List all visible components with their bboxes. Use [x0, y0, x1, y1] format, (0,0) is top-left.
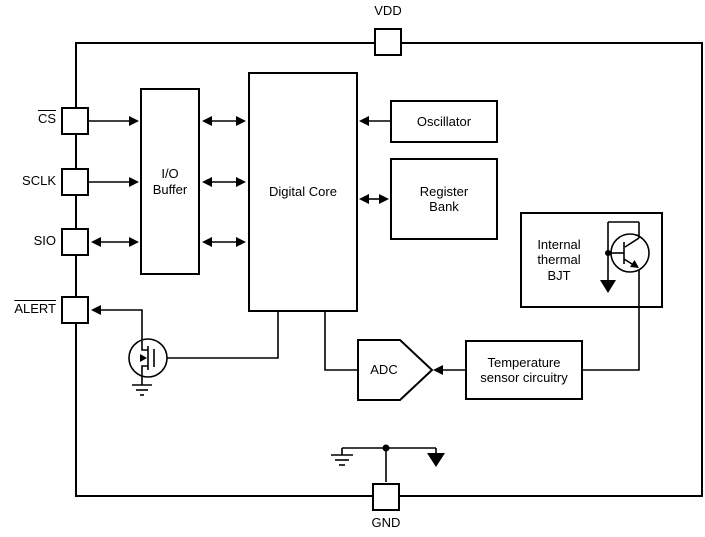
register-bank-label: Register Bank [419, 183, 469, 214]
gnd-pin [372, 483, 400, 511]
temperature-sensor-block: Temperature sensor circuitry [465, 340, 583, 400]
bjt-symbol [600, 221, 650, 293]
alert-pin [61, 296, 89, 324]
temperature-sensor-label: Temperature sensor circuitry [480, 354, 568, 385]
sclk-pin-label: SCLK [22, 173, 56, 188]
gnd-node-symbols [331, 444, 445, 467]
mosfet-body-arrow [140, 354, 147, 362]
internal-thermal-bjt-block: Internal thermal BJT [520, 212, 663, 308]
mosfet-symbol [128, 338, 168, 385]
internal-thermal-bjt-label: Internal thermal BJT [537, 237, 581, 283]
arrowheads [91, 116, 443, 375]
sclk-pin [61, 168, 89, 196]
oscillator-block: Oscillator [390, 100, 498, 143]
connection-wires [89, 120, 640, 482]
gnd-pin-label: GND [371, 515, 401, 530]
register-bank-block: Register Bank [390, 158, 498, 240]
digital-core-block: Digital Core [248, 72, 358, 312]
analog-ground-triangle [427, 453, 445, 467]
vdd-pin-label: VDD [374, 3, 402, 18]
cs-pin-label: CS [37, 111, 56, 126]
gnd-junction-dot [382, 444, 390, 452]
io-buffer-label: I/O Buffer [152, 166, 188, 197]
digital-core-label: Digital Core [269, 184, 337, 200]
bjt-node-dot [605, 250, 611, 256]
alert-pin-label: ALERT [14, 301, 56, 316]
sio-pin-label: SIO [33, 233, 56, 248]
adc-label: ADC [370, 362, 398, 377]
mosfet-ground-symbol [132, 384, 152, 396]
earth-ground-symbol [331, 454, 353, 466]
oscillator-label: Oscillator [416, 113, 472, 129]
vdd-pin [374, 28, 402, 56]
bjt-ground-triangle [600, 280, 616, 293]
sio-pin [61, 228, 89, 256]
io-buffer-block: I/O Buffer [140, 88, 200, 275]
adc-shape [357, 339, 434, 401]
bjt-emitter-arrow [630, 260, 639, 268]
cs-pin [61, 107, 89, 135]
